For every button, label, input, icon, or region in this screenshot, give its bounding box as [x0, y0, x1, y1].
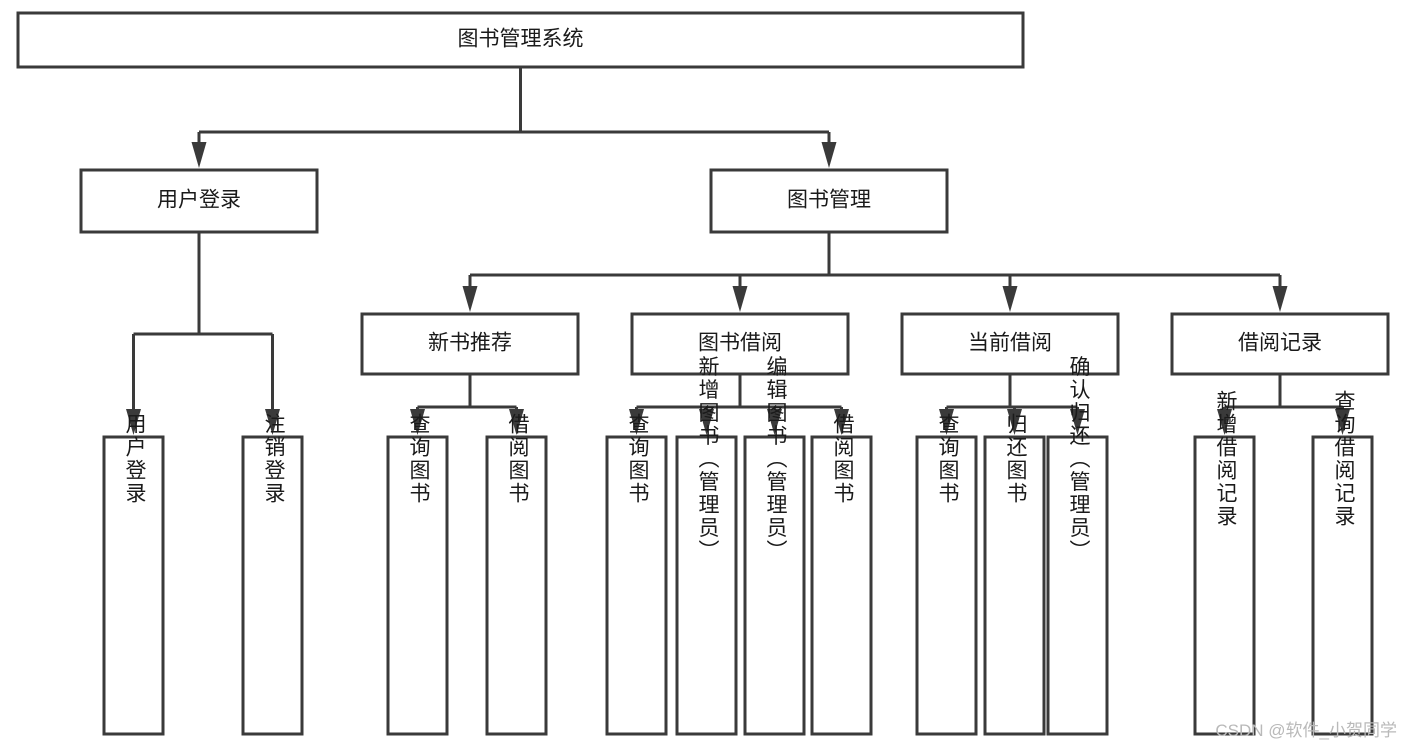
connector-group-bookmanage-to-level2	[462, 232, 1288, 312]
node-label-leaf-borrow-book: 借阅图书	[831, 413, 855, 505]
node-box-user-login[interactable]	[79, 168, 319, 234]
node-label-root: 图书管理系统	[458, 28, 584, 51]
node-leaf-borrow-book[interactable]: 借阅图书	[810, 413, 873, 736]
node-leaf-query-book-cur[interactable]: 查询图书	[915, 413, 978, 736]
node-box-leaf-query-record[interactable]	[1311, 435, 1374, 736]
node-box-leaf-user-login[interactable]	[102, 435, 165, 736]
node-leaf-add-record[interactable]: 新增借阅记录	[1193, 390, 1256, 736]
node-label-user-login: 用户登录	[157, 189, 241, 212]
node-leaf-logout[interactable]: 注销登录	[241, 413, 304, 736]
node-box-leaf-return-book[interactable]	[983, 435, 1046, 736]
node-borrow-record[interactable]: 借阅记录	[1170, 312, 1390, 376]
node-label-borrow-record: 借阅记录	[1238, 332, 1322, 355]
node-label-leaf-query-book-cur: 查询图书	[936, 413, 960, 505]
node-label-leaf-return-book: 归还图书	[1004, 413, 1028, 505]
node-user-login[interactable]: 用户登录	[79, 168, 319, 234]
node-book-borrow[interactable]: 图书借阅	[630, 312, 850, 376]
node-box-borrow-record[interactable]	[1170, 312, 1390, 376]
node-leaf-edit-book[interactable]: 编辑图书（管理员）	[743, 356, 806, 736]
node-box-leaf-borrow-book[interactable]	[810, 435, 873, 736]
connector-group-borrow-to-leaves	[629, 374, 849, 435]
node-box-leaf-query-book-rec[interactable]	[386, 435, 449, 736]
node-box-leaf-borrow-book-rec[interactable]	[485, 435, 548, 736]
node-leaf-query-book-rec[interactable]: 查询图书	[386, 413, 449, 736]
node-book-manage[interactable]: 图书管理	[709, 168, 949, 234]
node-box-leaf-query-book[interactable]	[605, 435, 668, 736]
connector-group-userlogin-to-leaves	[126, 232, 280, 435]
node-label-leaf-edit-book: 编辑图书（管理员）	[764, 356, 788, 563]
node-label-leaf-query-record: 查询借阅记录	[1332, 390, 1356, 528]
node-current-borrow[interactable]: 当前借阅	[900, 312, 1120, 376]
node-leaf-user-login[interactable]: 用户登录	[102, 413, 165, 736]
connector-layer	[126, 67, 1350, 435]
node-box-new-book-rec[interactable]	[360, 312, 580, 376]
node-box-leaf-query-book-cur[interactable]	[915, 435, 978, 736]
node-leaf-query-record[interactable]: 查询借阅记录	[1311, 390, 1374, 736]
node-root[interactable]: 图书管理系统	[16, 11, 1025, 69]
node-leaf-add-book[interactable]: 新增图书（管理员）	[675, 356, 738, 736]
connector-group-root-to-level1	[191, 67, 837, 168]
node-label-book-manage: 图书管理	[787, 189, 871, 212]
node-label-leaf-add-record: 新增借阅记录	[1214, 390, 1238, 528]
node-label-leaf-query-book-rec: 查询图书	[407, 413, 431, 505]
node-leaf-borrow-book-rec[interactable]: 借阅图书	[485, 413, 548, 736]
node-label-current-borrow: 当前借阅	[968, 332, 1052, 355]
node-label-leaf-add-book: 新增图书（管理员）	[696, 356, 720, 563]
node-leaf-confirm-return[interactable]: 确认归还（管理员）	[1046, 356, 1109, 736]
node-box-book-borrow[interactable]	[630, 312, 850, 376]
connector-group-newbook-to-leaves	[410, 374, 524, 435]
node-label-leaf-logout: 注销登录	[262, 413, 286, 505]
node-box-leaf-logout[interactable]	[241, 435, 304, 736]
connector-group-record-to-leaves	[1217, 374, 1350, 435]
node-box-leaf-add-book[interactable]	[675, 435, 738, 736]
node-box-current-borrow[interactable]	[900, 312, 1120, 376]
node-label-leaf-confirm-return: 确认归还（管理员）	[1067, 356, 1091, 563]
node-leaf-query-book[interactable]: 查询图书	[605, 413, 668, 736]
node-box-root[interactable]	[16, 11, 1025, 69]
node-layer: 图书管理系统用户登录图书管理新书推荐图书借阅当前借阅借阅记录用户登录注销登录查询…	[16, 11, 1390, 736]
node-label-book-borrow: 图书借阅	[698, 332, 782, 355]
watermark-text: CSDN @软件_小贺同学	[1215, 721, 1397, 740]
node-leaf-return-book[interactable]: 归还图书	[983, 413, 1046, 736]
node-box-leaf-confirm-return[interactable]	[1046, 435, 1109, 736]
node-box-book-manage[interactable]	[709, 168, 949, 234]
node-label-leaf-query-book: 查询图书	[626, 413, 650, 505]
node-box-leaf-add-record[interactable]	[1193, 435, 1256, 736]
node-new-book-rec[interactable]: 新书推荐	[360, 312, 580, 376]
node-label-new-book-rec: 新书推荐	[428, 332, 512, 355]
node-label-leaf-user-login: 用户登录	[123, 413, 147, 505]
node-label-leaf-borrow-book-rec: 借阅图书	[506, 413, 530, 505]
node-box-leaf-edit-book[interactable]	[743, 435, 806, 736]
connector-group-current-to-leaves	[939, 374, 1085, 435]
